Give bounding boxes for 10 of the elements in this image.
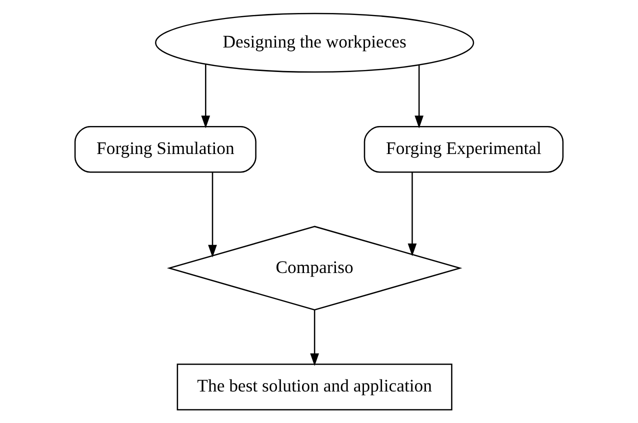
arrow bbox=[310, 310, 319, 366]
arrow bbox=[408, 172, 417, 256]
node-diamond: Compariso bbox=[166, 226, 462, 311]
node-ellipse: Designing the workpieces bbox=[155, 12, 474, 73]
node-box: Forging Simulation bbox=[74, 126, 256, 173]
node-box: The best solution and application bbox=[176, 364, 452, 410]
arrow bbox=[208, 172, 217, 258]
arrow bbox=[414, 65, 424, 128]
arrow bbox=[201, 64, 210, 128]
node-box: Forging Experimental bbox=[364, 126, 564, 173]
